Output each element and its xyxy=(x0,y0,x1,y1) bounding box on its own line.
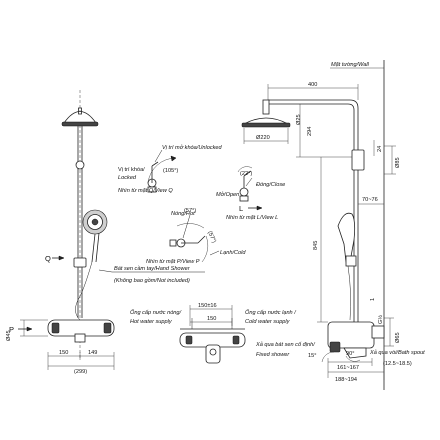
hand-shower-leader xyxy=(98,269,113,273)
front-view-shower-column xyxy=(18,90,115,370)
angle-15: 15° xyxy=(308,353,316,359)
fixed-shower-label-en: Fixed shower xyxy=(256,352,290,358)
cold-label: Lạnh/Cold xyxy=(220,250,246,256)
angle-90: 90° xyxy=(346,351,354,357)
front-width-149: 149 xyxy=(88,350,97,356)
plan-width-150-16: 150±16 xyxy=(198,303,217,309)
view-q-marker: Q xyxy=(45,254,51,263)
locked-label-en: Locked xyxy=(118,175,137,181)
unlocked-label: Vị trí mở khóa/Unlocked xyxy=(162,144,223,151)
angle-57-b: (57°) xyxy=(206,230,217,244)
cold-supply-label-vn: Ống cấp nước lạnh / xyxy=(245,309,297,316)
bath-spout-label: Xả qua vòi/Bath spout xyxy=(369,349,425,356)
hot-supply-label-vn: Ống cấp nước nóng/ xyxy=(130,309,183,316)
view-l-marker: L xyxy=(239,204,243,213)
range-12-5-18-5: (12.5~18.5) xyxy=(383,361,412,367)
diameter-65: Ø65 xyxy=(395,332,401,343)
height-845: 845 xyxy=(313,241,319,250)
head-diameter-220: Ø220 xyxy=(256,135,270,141)
locked-label-vn: Vị trí khóa/ xyxy=(118,167,145,173)
view-p-marker: P xyxy=(9,325,14,334)
lock-detail-view-q xyxy=(147,149,177,193)
front-total-width: (299) xyxy=(74,369,87,375)
pipe-diameter-25: Ø25 xyxy=(296,114,302,125)
angle-105: (105°) xyxy=(163,168,178,174)
dim-1: 1 xyxy=(370,298,376,301)
plan-width-150: 150 xyxy=(207,316,216,322)
height-294: 294 xyxy=(307,127,313,136)
close-label: Đóng/Close xyxy=(256,182,285,188)
side-view-shower-column xyxy=(241,60,396,390)
range-161-167: 161~167 xyxy=(337,365,359,371)
wall-label: Mặt tường/Wall xyxy=(331,62,370,68)
open-close-detail-view-l xyxy=(237,166,253,202)
front-diameter-45: Ø45 xyxy=(6,330,12,341)
range-188-194: 188~194 xyxy=(335,377,357,383)
range-70-76: 70~76 xyxy=(362,197,378,203)
view-q-label: Nhìn từ mặt Q/View Q xyxy=(118,188,173,194)
diameter-85: Ø85 xyxy=(395,157,401,168)
mixer-plan-detail xyxy=(179,305,246,364)
hot-label: Nóng/Hot xyxy=(171,211,195,217)
hot-cold-detail-view-p xyxy=(169,214,220,263)
fixed-shower-label-vn: Xả qua bát sen cố định/ xyxy=(255,341,316,348)
thread-g-half: G½ xyxy=(377,315,384,324)
angle-22: (22°) xyxy=(240,171,252,177)
hot-supply-label-en: Hot water supply xyxy=(130,319,173,325)
front-width-150: 150 xyxy=(59,350,68,356)
cold-supply-label-en: Cold water supply xyxy=(245,319,291,325)
not-included-label: (Không bao gồm/Not included) xyxy=(114,278,190,284)
arm-length-400: 400 xyxy=(308,82,317,88)
view-p-label: Nhìn từ mặt P/View P xyxy=(146,259,200,265)
height-24: 24 xyxy=(377,146,383,152)
angle-57-a: (57°) xyxy=(184,208,196,214)
open-label: Mở/Open xyxy=(216,191,239,198)
view-l-label: Nhìn từ mặt L/View L xyxy=(226,215,278,221)
hand-shower-label: Bát sen cầm tay/Hand Shower xyxy=(114,266,191,272)
